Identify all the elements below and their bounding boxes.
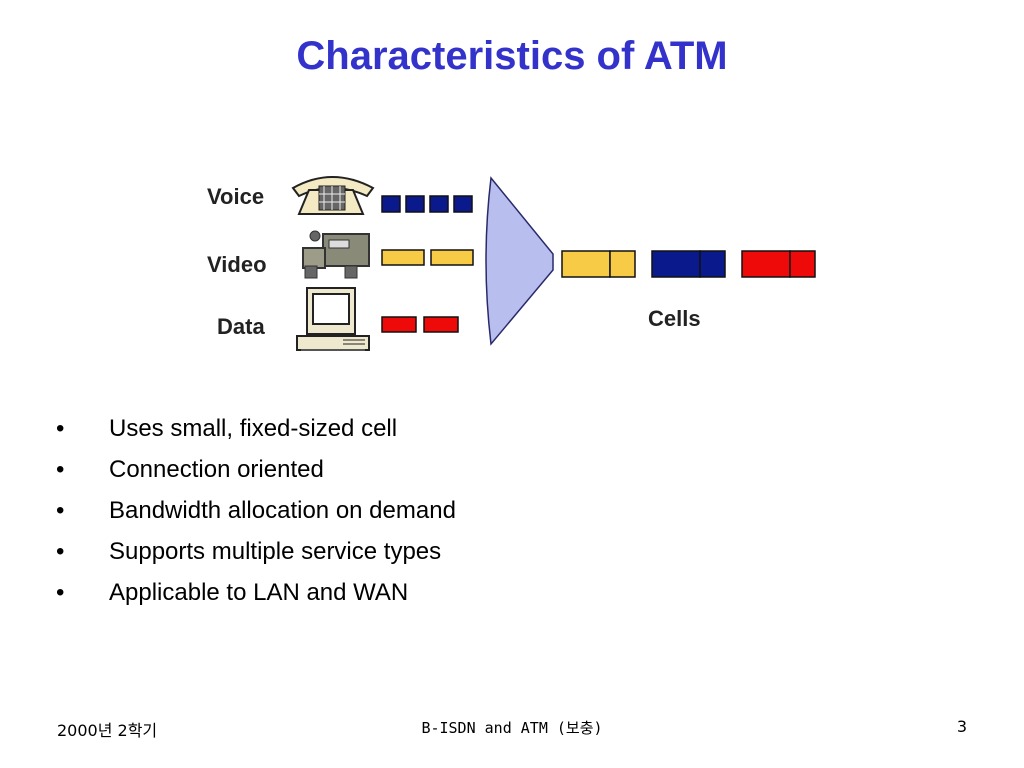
output-cell [561,250,611,278]
computer-icon [296,287,370,351]
list-item: • Uses small, fixed-sized cell [56,412,456,453]
atm-multiplexing-diagram: Voice Video Data Cells [207,176,816,351]
data-cell [423,316,459,333]
bullet-dot: • [56,538,65,565]
bullet-text: Applicable to LAN and WAN [109,579,409,606]
page-number: 3 [956,717,967,736]
bullet-dot: • [56,456,65,483]
telephone-icon [291,176,375,215]
list-item: • Bandwidth allocation on demand [56,494,456,535]
data-cell [381,316,417,333]
bullet-text: Uses small, fixed-sized cell [109,415,398,442]
output-cell [609,250,636,278]
output-cell [651,250,701,278]
footer-title: B-ISDN and ATM (보충) [421,719,603,737]
output-cell [699,250,726,278]
multiplexer-funnel [485,176,554,346]
bullet-text: Connection oriented [109,456,324,483]
bullet-list: • Uses small, fixed-sized cell • Connectio… [56,412,456,617]
voice-cell [453,195,473,213]
bullet-text: Bandwidth allocation on demand [109,497,456,524]
voice-cell [405,195,425,213]
bullet-dot: • [56,579,65,606]
output-cell [789,250,816,278]
bullet-dot: • [56,497,65,524]
video-cell [381,249,425,266]
video-label: Video [207,252,267,277]
voice-cell [429,195,449,213]
voice-cell [381,195,401,213]
bullet-dot: • [56,415,65,442]
output-cell [741,250,791,278]
video-camera-icon [302,230,370,279]
cells-label: Cells [648,306,701,331]
list-item: • Supports multiple service types [56,535,456,576]
video-cell [430,249,474,266]
voice-label: Voice [207,184,264,209]
footer-date: 2000년 2학기 [57,721,158,740]
list-item: • Applicable to LAN and WAN [56,576,456,617]
list-item: • Connection oriented [56,453,456,494]
data-label: Data [217,314,265,339]
bullet-text: Supports multiple service types [109,538,442,565]
slide-title: Characteristics of ATM [296,34,728,78]
